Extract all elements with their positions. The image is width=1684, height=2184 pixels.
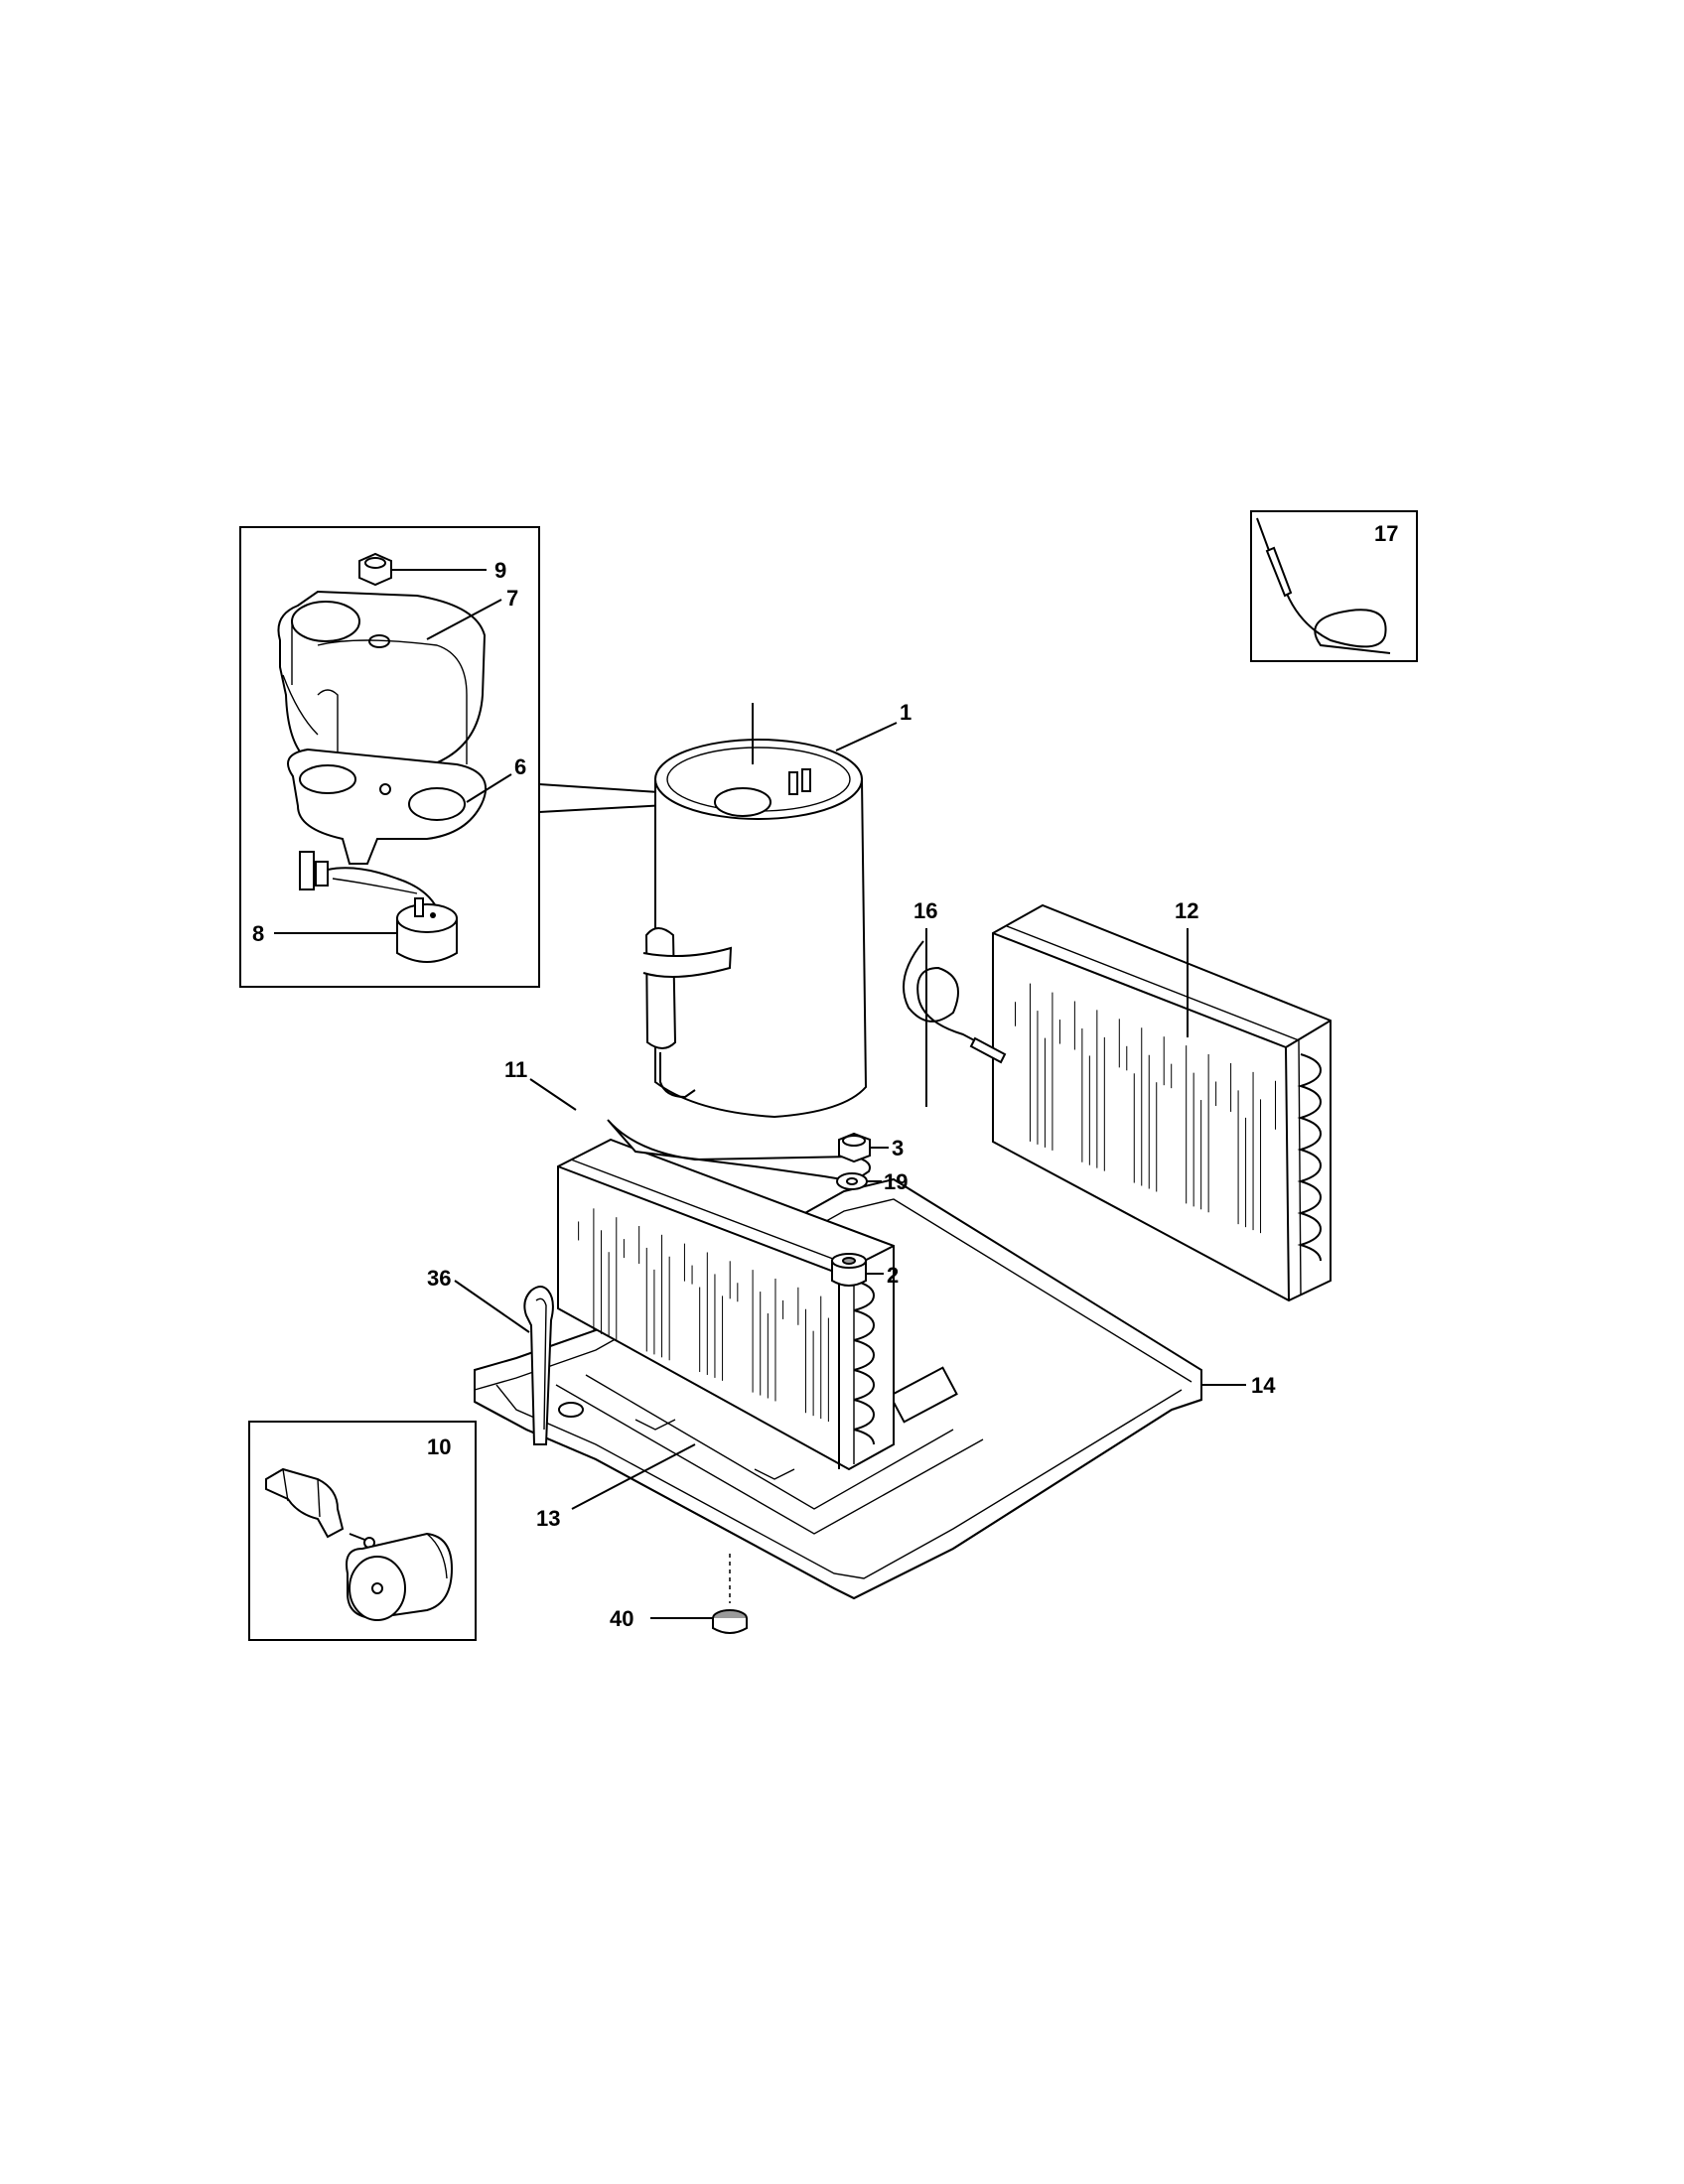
callout-17: 17: [1374, 521, 1398, 546]
callout-12: 12: [1175, 898, 1198, 923]
callout-36: 36: [427, 1266, 451, 1291]
sensor-wire-part: [903, 940, 1007, 1064]
drain-plug-part: [712, 1554, 748, 1634]
terminal-cover-inset: 9 7 6 8: [239, 526, 540, 988]
drain-loop-part: [523, 1286, 554, 1445]
callout-2: 2: [887, 1263, 899, 1288]
callout-7: 7: [506, 586, 518, 611]
callout-14: 14: [1251, 1373, 1276, 1398]
callout-3: 3: [892, 1136, 904, 1160]
callout-9: 9: [494, 558, 506, 583]
terminal-cover-part: [277, 590, 487, 771]
callout-8: 8: [252, 921, 264, 946]
condenser-coil-part: [557, 1138, 895, 1471]
capacitor-inset: 10: [248, 1421, 477, 1641]
compressor-part: [607, 703, 871, 1183]
callout-16: 16: [913, 898, 937, 923]
callout-1: 1: [900, 700, 912, 725]
callout-19: 19: [884, 1169, 908, 1194]
overload-protector-part: [299, 851, 458, 963]
coil-tubes: [853, 1280, 876, 1445]
callout-11: 11: [504, 1057, 527, 1082]
washer-part: [836, 1172, 868, 1190]
callout-leaders: [454, 722, 1246, 1619]
callout-13: 13: [536, 1506, 560, 1531]
grommet-part: [831, 1253, 867, 1287]
bolt-part: [838, 1132, 871, 1163]
callout-40: 40: [610, 1606, 633, 1631]
gasket-part: [287, 748, 487, 865]
nut-part: [358, 552, 392, 587]
evaporator-coil-part: [992, 903, 1332, 1302]
thermistor-inset: 17: [1250, 510, 1418, 662]
callout-6: 6: [514, 754, 526, 779]
callout-10: 10: [427, 1434, 451, 1459]
